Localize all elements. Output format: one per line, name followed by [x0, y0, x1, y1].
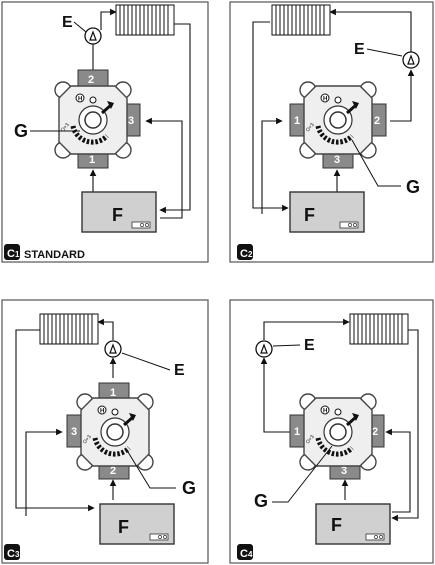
- panel-c3-frame: [1, 299, 209, 564]
- panel-c2: 1 2 3 E F G C2: [237, 4, 420, 260]
- c4-radiator: [349, 313, 409, 345]
- c2-label-e: E: [354, 41, 365, 58]
- c4-port-left-number: 1: [294, 426, 300, 438]
- c1-port-right-number: 3: [128, 115, 134, 127]
- c3-boiler: [99, 503, 175, 545]
- c1-mixing-valve: [55, 82, 131, 158]
- c3-label-g: G: [182, 478, 196, 498]
- c2-label-g: G: [406, 177, 420, 197]
- c1-pump-icon: [84, 27, 102, 45]
- c1-label-f: F: [112, 205, 123, 225]
- panel-c4-frame: [229, 299, 434, 564]
- panel-c2-frame: [229, 1, 434, 263]
- c3-pipe-pump-to-radiator: [97, 318, 114, 340]
- c2-pump-icon: [402, 51, 420, 69]
- c4-label-e: E: [304, 337, 315, 354]
- c1-label-e: E: [62, 14, 73, 31]
- c2-pipe-port2-to-pump: [390, 69, 415, 122]
- c2-mixing-valve: [300, 82, 376, 158]
- c3-port-top-number: 1: [110, 387, 116, 399]
- c1-port-bottom-number: 1: [89, 154, 95, 166]
- c1-pipe-to-radiator: [100, 8, 117, 30]
- c4-leader-g: [272, 445, 333, 503]
- c4-port-right-number: 2: [372, 426, 378, 438]
- c4-pipe-pump-to-radiator: [263, 318, 350, 340]
- c3-port-left-number: 3: [71, 426, 77, 438]
- c3-pump-icon: [104, 340, 122, 358]
- c4-badge-text: C4: [240, 548, 253, 560]
- c1-label-g: G: [14, 121, 28, 141]
- c2-leader-g: [351, 139, 401, 187]
- c2-radiator: [271, 4, 331, 36]
- c3-pipe-to-port3: [25, 428, 63, 516]
- c2-label-f: F: [304, 205, 315, 225]
- panel-c1: 2 1 3 E F G C1 STANDARD: [4, 4, 191, 261]
- c2-pipe-pump-to-radiator: [329, 8, 412, 52]
- c3-leader-g: [127, 451, 176, 489]
- c3-badge-text: C3: [7, 548, 20, 560]
- c4-leader-e: [272, 344, 301, 347]
- c3-port-bottom-number: 2: [110, 465, 116, 477]
- c4-pump-icon: [255, 340, 273, 358]
- c1-pipe-return-to-boiler: [159, 23, 191, 214]
- c1-caption-standard: STANDARD: [24, 249, 85, 261]
- c1-badge: [4, 244, 20, 260]
- c4-mixing-valve: [300, 394, 376, 470]
- c4-label-g: G: [254, 491, 268, 511]
- c2-port-left-number: 1: [294, 115, 300, 127]
- c1-leader-e: [73, 21, 87, 33]
- c3-pipe-radiator-return: [15, 329, 95, 512]
- c4-label-f: F: [331, 515, 342, 535]
- c4-pipe-radiator-return: [391, 329, 419, 522]
- c4-port-bottom-number: 3: [341, 465, 347, 477]
- c3-radiator: [39, 313, 99, 345]
- c1-port-top-number: 2: [88, 74, 94, 86]
- c1-badge-text: C1: [7, 248, 20, 260]
- c2-badge-text: C2: [240, 248, 253, 260]
- c2-pipe-to-port1: [261, 117, 283, 214]
- c3-leader-e: [121, 352, 171, 371]
- c2-port-bottom-number: 3: [334, 154, 340, 166]
- c4-pipe-to-port2: [385, 428, 411, 513]
- c2-pipe-radiator-return: [252, 21, 289, 212]
- c2-leader-e: [366, 48, 403, 57]
- c1-radiator: [115, 4, 175, 36]
- c4-boiler: [315, 503, 391, 545]
- c2-boiler: [289, 191, 365, 233]
- c3-label-f: F: [118, 517, 129, 537]
- c2-port-right-number: 2: [374, 115, 380, 127]
- c2-badge: [237, 244, 253, 260]
- panel-c4: 1 2 3 E F G C4: [237, 313, 419, 560]
- c3-badge: [4, 544, 20, 560]
- c3-mixing-valve: [77, 394, 153, 470]
- c4-pipe-port1-to-pump: [260, 357, 300, 433]
- c4-badge: [237, 544, 253, 560]
- c3-label-e: E: [174, 362, 185, 379]
- c1-pipe-boiler-to-port3: [145, 117, 183, 219]
- panel-c1-frame: [1, 1, 209, 263]
- panel-c3: 1 2 3 E F G C3: [4, 313, 196, 560]
